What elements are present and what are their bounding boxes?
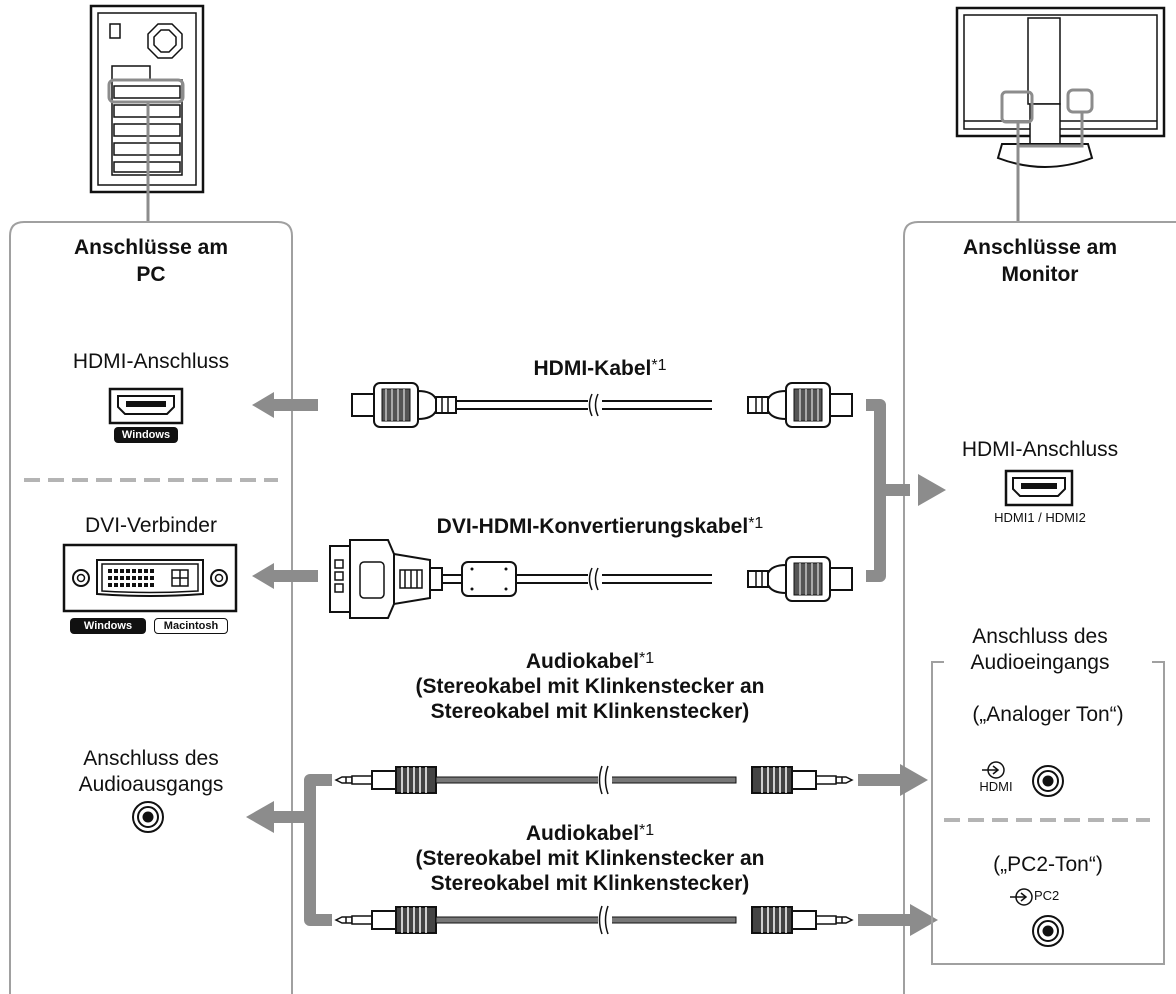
- monitor-panel-frame: [903, 221, 1176, 994]
- hdmi-input-symbol-icon: [982, 761, 1005, 779]
- monitor-hdmi-port-caption: HDMI1 / HDMI2: [994, 510, 1086, 525]
- audio-cable-2-footnote: *1: [639, 822, 655, 839]
- audio-cable-1-label: Audiokabel*1 (Stereokabel mit Klinkenste…: [290, 646, 890, 724]
- dvi-hdmi-cable-illustration: [329, 539, 853, 619]
- dvi-hdmi-cable-label: DVI-HDMI-Konvertierungskabel*1: [300, 511, 900, 539]
- audio-cable-2-name: Audiokabel: [525, 822, 640, 845]
- pc-panel-title: Anschlüsse am PC: [10, 234, 292, 288]
- pc-hdmi-windows-badge: Windows: [114, 427, 178, 443]
- hdmi-cable-illustration: [351, 382, 853, 428]
- monitor-panel-title-line2: Monitor: [1001, 263, 1079, 286]
- monitor-illustration: [955, 6, 1166, 168]
- pc-audio-line2: Audioausgangs: [78, 773, 224, 796]
- pc-dvi-macintosh-badge: Macintosh: [154, 618, 228, 634]
- monitor-audio-line1: Anschluss des: [972, 625, 1108, 648]
- audio-cable-1-line2: (Stereokabel mit Klinkenstecker an: [415, 675, 765, 698]
- monitor-audio-line2: Audioeingangs: [970, 651, 1110, 674]
- pc-hdmi-label: HDMI-Anschluss: [72, 350, 230, 373]
- monitor-hdmi-label: HDMI-Anschluss: [961, 438, 1119, 461]
- pc-panel-title-line2: PC: [136, 263, 166, 286]
- hdmi-cable-label: HDMI-Kabel*1: [300, 353, 900, 381]
- pc-panel-frame: [9, 221, 293, 994]
- audio-cable-2-line2: (Stereokabel mit Klinkenstecker an: [415, 847, 765, 870]
- audio-cable-2-illustration: [335, 905, 853, 935]
- audio-cable-2-label: Audiokabel*1 (Stereokabel mit Klinkenste…: [290, 818, 890, 896]
- audio-input-frame: [931, 661, 1165, 965]
- monitor-hdmi-port-icon: [1004, 469, 1074, 507]
- analog-audio-port-icon: [1032, 765, 1064, 797]
- pc-dvi-label: DVI-Verbinder: [85, 514, 217, 537]
- pc2-input-symbol-icon: [1010, 888, 1033, 906]
- hdmi-small-label: HDMI: [979, 779, 1013, 794]
- pc-audio-line1: Anschluss des: [83, 747, 219, 770]
- dvi-hdmi-cable-footnote: *1: [748, 515, 764, 532]
- monitor-audio-input-label: Anschluss des Audioeingangs: [904, 624, 1176, 676]
- pc-audio-output-port-icon: [132, 801, 164, 833]
- audio-cable-1-footnote: *1: [639, 650, 655, 667]
- audio-cable-1-illustration: [335, 765, 853, 795]
- monitor-panel-title-line1: Anschlüsse am: [962, 236, 1118, 259]
- pc-audio-output-label: Anschluss des Audioausgangs: [10, 746, 292, 798]
- hdmi-cable-footnote: *1: [651, 357, 667, 374]
- audio-cable-2-line3: Stereokabel mit Klinkenstecker): [430, 872, 750, 895]
- pc-dvi-windows-badge: Windows: [70, 618, 146, 634]
- pc2-small-label: PC2: [1034, 888, 1060, 903]
- pc-hdmi-port-icon: [108, 387, 184, 425]
- pc-dvi-port-icon: [62, 543, 238, 613]
- pc2-audio-port-icon: [1032, 915, 1064, 947]
- audio-cable-1-line3: Stereokabel mit Klinkenstecker): [430, 700, 750, 723]
- hdmi-cable-name: HDMI-Kabel: [533, 357, 652, 380]
- audio-cable-1-name: Audiokabel: [525, 650, 640, 673]
- dvi-hdmi-cable-name: DVI-HDMI-Konvertierungskabel: [436, 515, 749, 538]
- monitor-panel-title: Anschlüsse am Monitor: [904, 234, 1176, 288]
- analog-audio-label: („Analoger Ton“): [972, 703, 1124, 726]
- pc2-audio-label: („PC2-Ton“): [993, 853, 1103, 876]
- pc-panel-title-line1: Anschlüsse am: [73, 236, 229, 259]
